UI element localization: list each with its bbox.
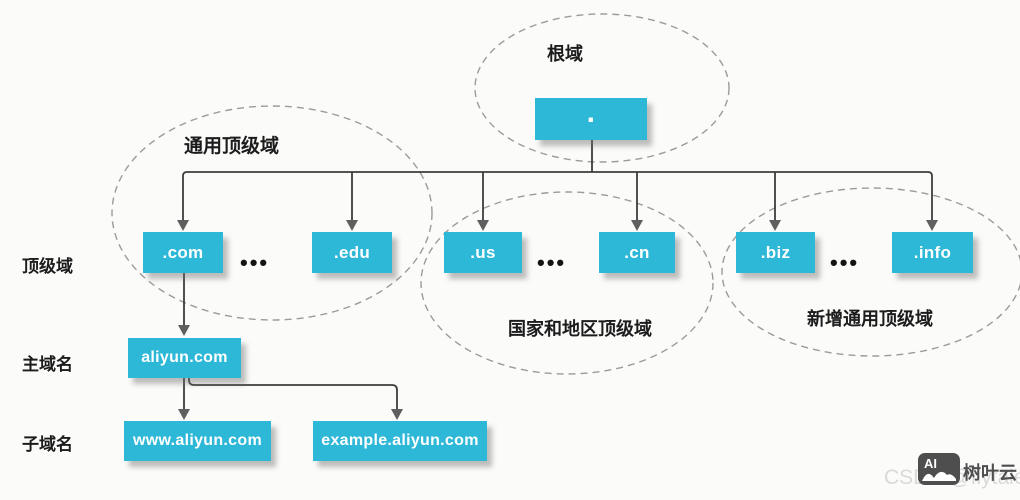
logo-letters: AI (924, 456, 937, 471)
biz-node: .biz (736, 232, 815, 273)
arrowheads (177, 220, 938, 420)
generic-tld-ellipsis: ••• (240, 250, 270, 275)
example-subdomain-node: example.aliyun.com (313, 421, 487, 461)
leafcloud-brand-label: 树叶云 (963, 463, 1017, 483)
cn-node: .cn (599, 232, 675, 273)
arrowhead-biz (769, 220, 781, 231)
arrowhead-main (178, 325, 190, 336)
country-tld-group-ellipse (420, 191, 714, 375)
tld-trunk-line (182, 171, 933, 223)
generic-tld-group-ellipse (111, 105, 433, 321)
www-subdomain-node: www.aliyun.com (124, 421, 271, 461)
main-to-example-line (188, 378, 398, 412)
arrowhead-www (178, 409, 190, 420)
row-label-main-domain: 主域名 (22, 355, 73, 374)
country-tld-group-label: 国家和地区顶级域 (508, 319, 652, 339)
us-node: .us (444, 232, 522, 273)
info-node: .info (892, 232, 973, 273)
edu-node: .edu (312, 232, 392, 273)
arrowhead-edu (346, 220, 358, 231)
new-tld-ellipsis: ••• (830, 250, 860, 275)
row-label-tld: 顶级域 (22, 257, 73, 276)
new-tld-group-ellipse (721, 187, 1020, 357)
root-node: . (535, 96, 647, 140)
arrowhead-us (477, 220, 489, 231)
new-tld-group-label: 新增通用顶级域 (807, 309, 933, 329)
root-group-ellipse (474, 13, 730, 163)
row-label-subdomain: 子域名 (22, 435, 73, 454)
arrowhead-info (926, 220, 938, 231)
arrowhead-example (391, 409, 403, 420)
ai-image-logo-icon: AI (918, 453, 960, 485)
main-domain-node: aliyun.com (128, 338, 241, 378)
root-group-label: 根域 (547, 44, 583, 64)
country-tld-ellipsis: ••• (537, 250, 567, 275)
generic-tld-group-label: 通用顶级域 (184, 136, 280, 157)
arrowhead-com (177, 220, 189, 231)
com-node: .com (143, 232, 223, 273)
arrowhead-cn (631, 220, 643, 231)
